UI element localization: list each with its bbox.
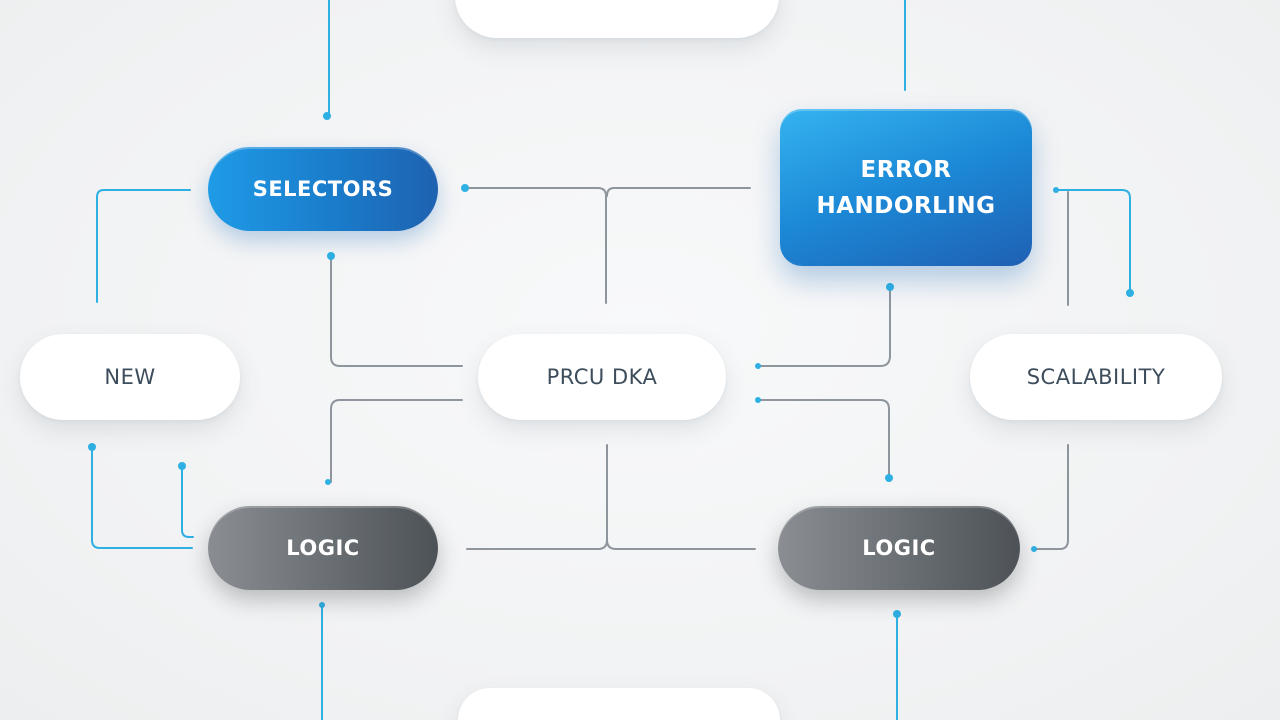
connector-error-down <box>757 286 891 367</box>
connector-center-trunk-right <box>606 539 756 550</box>
connector-dot <box>323 112 331 120</box>
connector-dot <box>755 363 761 369</box>
connector-dot <box>1031 546 1037 552</box>
connector-new-logic-inner <box>181 465 194 538</box>
node-logic-left: LOGIC <box>208 506 438 590</box>
connector-dot <box>1053 187 1059 193</box>
connector-dot <box>893 610 901 618</box>
node-software-robot: SOFTWARE ROBOT <box>455 0 779 38</box>
connector-error-center <box>606 187 751 197</box>
connector-dot <box>319 602 325 608</box>
node-new: NEW <box>20 334 240 420</box>
node-scalability: SCALABILITY <box>970 334 1222 420</box>
connector-new-logic-outer <box>91 446 193 549</box>
node-selectors-label: SELECTORS <box>252 177 394 201</box>
node-center-label: PRCU DKA <box>546 365 658 389</box>
connector-dot <box>88 443 96 451</box>
connector-dot <box>178 462 186 470</box>
connector-dot <box>1126 289 1134 297</box>
connector-dot <box>461 184 469 192</box>
node-logic-right-label: LOGIC <box>862 536 936 560</box>
connector-selectors-center <box>464 187 607 304</box>
connector-center-trunk <box>466 444 608 550</box>
connector-dot <box>755 397 761 403</box>
connector-selectors-new <box>96 189 191 303</box>
node-scalability-label: SCALABILITY <box>1026 365 1166 389</box>
node-error-handling-label: ERROR HANDORLING <box>816 156 996 219</box>
connector-dot <box>327 252 335 260</box>
connector-selectors-down <box>330 255 463 367</box>
node-selectors: SELECTORS <box>208 147 438 231</box>
node-error-handling: ERROR HANDORLING <box>780 109 1032 266</box>
node-logic-right: LOGIC <box>778 506 1020 590</box>
node-bottom <box>458 688 780 720</box>
node-software-robot-label: SOFTWARE ROBOT <box>515 0 719 10</box>
node-center: PRCU DKA <box>478 334 726 420</box>
connector-dot <box>325 479 331 485</box>
node-logic-left-label: LOGIC <box>286 536 360 560</box>
connector-scalability-logic <box>1033 444 1069 550</box>
connector-error-right <box>1057 189 1131 294</box>
connector-dot <box>886 283 894 291</box>
connector-dot <box>885 474 893 482</box>
node-new-label: NEW <box>104 365 156 389</box>
connector-center-logic-right <box>757 399 890 479</box>
connector-center-logic-left <box>330 399 463 483</box>
